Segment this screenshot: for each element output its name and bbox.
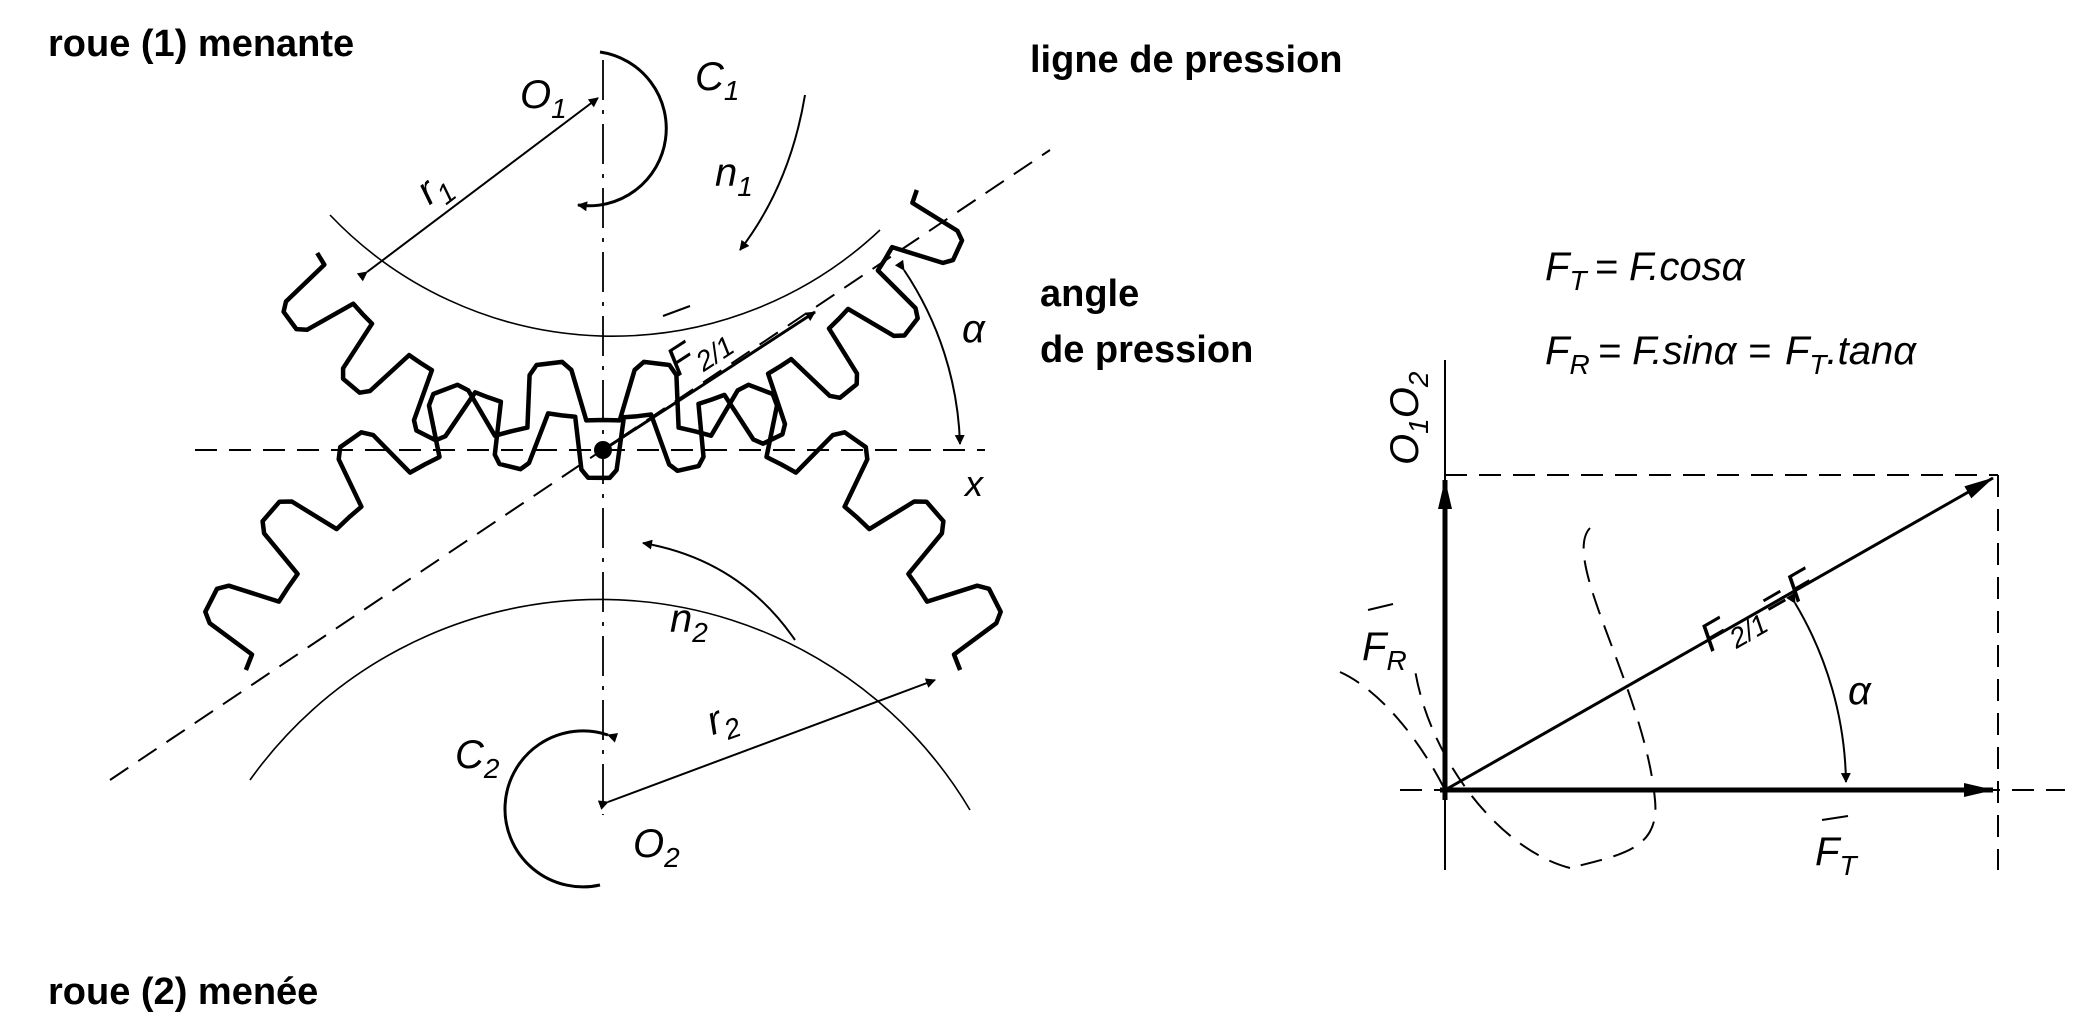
gear-wheel-1 xyxy=(281,189,965,481)
symbol-c1: C1 xyxy=(695,55,739,106)
label-pressure-line: ligne de pression xyxy=(1030,39,1343,81)
radius-r1-arrow xyxy=(356,97,599,282)
label-driving-wheel: roue (1) menante xyxy=(48,23,354,65)
symbol-x: x xyxy=(963,463,985,504)
force-f21-vector-bar xyxy=(662,305,691,317)
symbol-c2: C2 xyxy=(455,733,500,784)
vector-bar-ft xyxy=(1821,815,1849,821)
rotation-arrow-n1 xyxy=(739,94,806,251)
vector-bar-fr xyxy=(1367,603,1394,611)
gear-wheel-2 xyxy=(203,359,1003,671)
symbol-n1: n1 xyxy=(715,151,753,202)
rotation-arrow-n2 xyxy=(642,539,796,641)
symbol-f21: F2/1 xyxy=(659,313,740,390)
force-f-vector xyxy=(1444,476,1994,792)
gear-2-teeth xyxy=(203,359,1003,671)
pitch-circle-wheel1 xyxy=(329,214,881,337)
radius-r2-arrow xyxy=(597,678,936,810)
gear-1-teeth xyxy=(281,189,965,481)
formula-ft: FT= F.cosα xyxy=(1545,245,1746,296)
symbol-f21-equals-f: F2/1=F xyxy=(1693,559,1827,666)
symbol-o2: O2 xyxy=(633,822,680,873)
label-pressure-angle-line2: de pression xyxy=(1040,329,1253,371)
torque-arc-c2 xyxy=(503,729,619,889)
symbol-o1: O1 xyxy=(520,73,567,124)
label-driven-wheel: roue (2) menée xyxy=(48,971,318,1013)
symbol-r2: r2 xyxy=(700,692,745,750)
symbol-alpha-left: α xyxy=(962,307,986,351)
symbol-alpha-right: α xyxy=(1848,669,1872,713)
gear-outline-sketch xyxy=(1414,527,1657,869)
pitch-circle-wheel2 xyxy=(249,598,971,811)
label-pressure-angle-line1: angle xyxy=(1040,273,1139,315)
symbol-o1o2: O1O2 xyxy=(1383,371,1434,465)
angle-alpha-arc-right xyxy=(1786,592,1851,783)
gear-outline-sketch-2 xyxy=(1339,671,1446,791)
symbol-fr: FR xyxy=(1362,625,1407,676)
formula-fr: FR= F.sinα =FT.tanα xyxy=(1545,329,1917,380)
pressure-angle-arc xyxy=(894,259,965,445)
torque-arc-c1 xyxy=(577,50,668,212)
symbol-r1: r1 xyxy=(408,160,462,218)
symbol-ft: FT xyxy=(1815,830,1858,881)
symbol-n2: n2 xyxy=(670,597,708,648)
force-f21-arrow xyxy=(602,310,816,452)
